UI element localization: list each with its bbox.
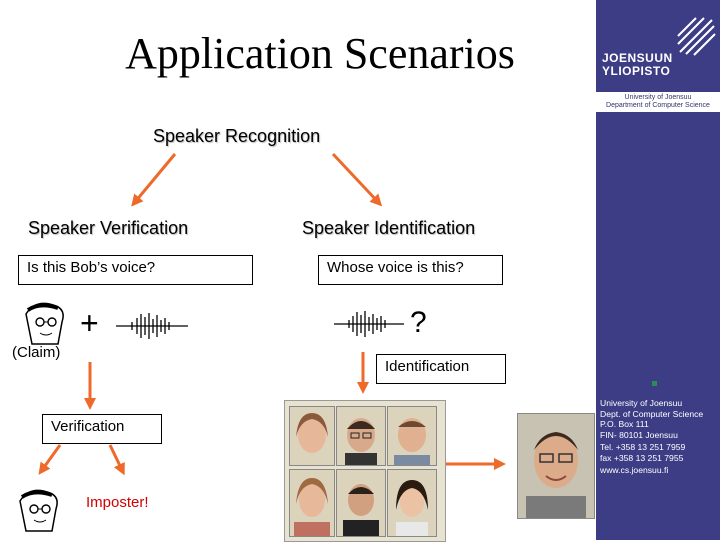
identification-result-box: Identification bbox=[376, 354, 506, 384]
unknown-speaker-mark: ? bbox=[410, 306, 427, 339]
logo-line-2: YLIOPISTO bbox=[602, 64, 671, 78]
university-logo-icon bbox=[676, 16, 716, 56]
plus-sign: + bbox=[80, 305, 99, 341]
verification-question: Is this Bob’s voice? bbox=[27, 259, 156, 276]
slide-title: Application Scenarios bbox=[125, 29, 515, 78]
department-line-1: University of Joensuu bbox=[624, 94, 692, 101]
contact-line: FIN- 80101 Joensuu bbox=[600, 429, 678, 440]
imposter-label: Imposter! bbox=[86, 494, 149, 511]
logo-line-1: JOENSUUN bbox=[602, 51, 673, 65]
bullet-marker bbox=[652, 381, 657, 386]
university-sidebar: JOENSUUN YLIOPISTO University of Joensuu… bbox=[596, 0, 720, 540]
identification-result-label: Identification bbox=[385, 358, 470, 375]
speaker-photo bbox=[289, 469, 335, 537]
speaker-photo bbox=[387, 406, 437, 466]
claim-label: (Claim) bbox=[12, 344, 61, 361]
waveform-icon-left bbox=[116, 313, 188, 339]
department-banner: University of Joensuu Department of Comp… bbox=[596, 92, 720, 112]
verification-result-box: Verification bbox=[42, 414, 162, 444]
contact-url: www.cs.joensuu.fi bbox=[600, 465, 669, 475]
speaker-photo bbox=[289, 406, 335, 466]
speaker-photo bbox=[336, 406, 386, 466]
contact-line: University of Joensuu bbox=[600, 398, 683, 408]
contact-line: Dept. of Computer Science bbox=[600, 408, 704, 419]
arrow-to-identification bbox=[331, 152, 383, 207]
contact-line: fax +358 13 251 7955 bbox=[600, 452, 684, 463]
verification-result-label: Verification bbox=[51, 418, 125, 435]
identified-speaker-photo bbox=[517, 413, 595, 519]
contact-line: P.O. Box 111 bbox=[600, 419, 649, 429]
arrow-verif-left bbox=[38, 444, 62, 475]
contact-block: University of Joensuu Dept. of Computer … bbox=[600, 398, 720, 476]
contact-line: Tel. +358 13 251 7959 bbox=[600, 442, 686, 452]
bob-cartoon-icon bbox=[25, 302, 64, 345]
speaker-database-photos bbox=[284, 400, 446, 542]
identification-question-box: Whose voice is this? bbox=[318, 255, 503, 285]
root-label: Speaker Recognition bbox=[153, 126, 321, 146]
verification-question-box: Is this Bob’s voice? bbox=[18, 255, 253, 285]
department-line-2: Department of Computer Science bbox=[606, 102, 710, 109]
arrow-verif-right bbox=[108, 444, 125, 476]
identification-question: Whose voice is this? bbox=[327, 259, 464, 276]
speaker-photo bbox=[387, 469, 437, 537]
waveform-icon-right bbox=[334, 311, 404, 337]
diagram-graphics bbox=[19, 152, 506, 532]
arrow-to-verification bbox=[131, 153, 177, 207]
identification-heading: Speaker Identification bbox=[302, 218, 476, 238]
imposter-cartoon-icon bbox=[19, 489, 58, 532]
speaker-photo bbox=[336, 469, 386, 537]
verification-heading: Speaker Verification bbox=[28, 218, 189, 238]
